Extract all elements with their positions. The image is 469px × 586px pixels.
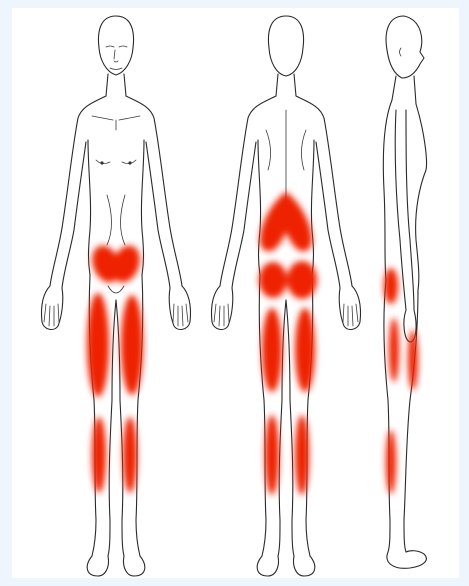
pain-back-glute-left (259, 262, 287, 298)
pain-side-calf (386, 430, 396, 494)
pain-front-shin-left (92, 417, 106, 493)
pain-areas-front (87, 242, 145, 493)
pain-back-hamstring-right (295, 308, 315, 392)
pain-side-thigh-back (389, 318, 399, 382)
pain-back-lower-back (260, 192, 312, 251)
pain-side-thigh-front (408, 330, 418, 390)
pain-back-calf-left (265, 415, 279, 495)
pain-areas-back (259, 192, 317, 495)
back-view-figure (211, 16, 360, 576)
pain-back-hamstring-left (262, 308, 282, 392)
pain-front-thigh-right (121, 295, 143, 395)
front-view-figure (41, 16, 190, 576)
pain-back-glute-right (287, 261, 317, 299)
pain-back-calf-right (295, 415, 309, 495)
pain-front-shin-right (123, 417, 137, 493)
pain-side-hip (384, 268, 398, 304)
pain-areas-side (384, 268, 418, 494)
pain-front-thigh-left (87, 293, 109, 397)
